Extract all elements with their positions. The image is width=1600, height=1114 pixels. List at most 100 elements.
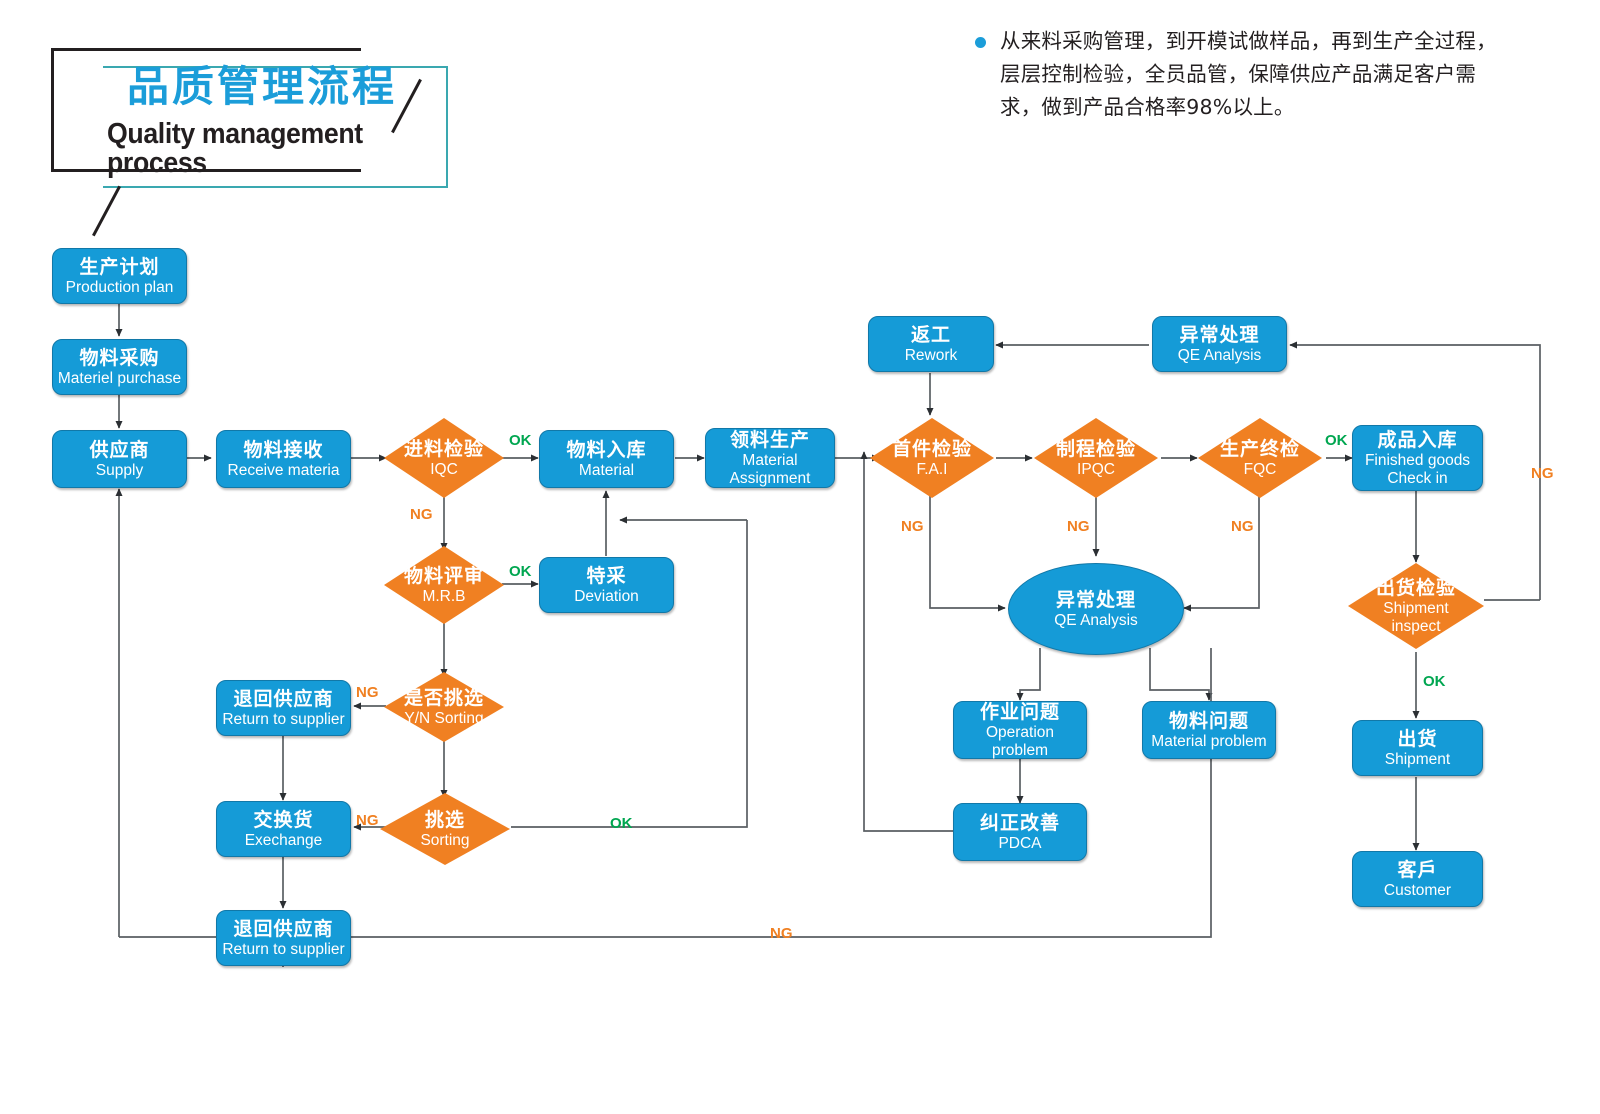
node-label-en1: Operation <box>985 723 1055 741</box>
node-label-cn: 客戶 <box>1397 858 1438 881</box>
node-label-cn: 物料问题 <box>1168 709 1249 732</box>
node-label-cn: 特采 <box>586 564 627 587</box>
node-label-cn: 首件检验 <box>891 437 972 460</box>
node-label-en: Deviation <box>574 587 639 605</box>
node-label-cn: 物料采购 <box>79 346 160 369</box>
node-mrb[interactable]: 物料评审 M.R.B <box>384 546 504 624</box>
node-label-en1: Material <box>742 451 798 469</box>
node-label-en: PDCA <box>998 834 1042 852</box>
node-label-en: Customer <box>1383 881 1452 899</box>
node-production-plan[interactable]: 生产计划 Production plan <box>52 248 187 304</box>
node-shipment-inspect[interactable]: 出货检验 Shipment inspect <box>1348 563 1484 649</box>
node-customer[interactable]: 客戶 Customer <box>1352 851 1483 907</box>
node-exechange[interactable]: 交换货 Exechange <box>216 801 351 857</box>
node-ipqc[interactable]: 制程检验 IPQC <box>1034 418 1158 498</box>
page-title-en: Quality management process <box>107 118 363 179</box>
title-block: 品质管理流程 Quality management process <box>45 48 448 237</box>
description-block: 从来料采购管理，到开模试做样品，再到生产全过程，层层控制检验，全员品管，保障供应… <box>975 25 1515 124</box>
edge-label-ng-fqc: NG <box>1231 518 1254 535</box>
edge-label-ng-yn-sorting: NG <box>356 684 379 701</box>
node-label-cn: 退回供应商 <box>233 687 334 710</box>
node-label-cn: 制程检验 <box>1055 437 1136 460</box>
node-label-cn: 出货 <box>1397 727 1438 750</box>
node-label-cn: 进料检验 <box>403 437 484 460</box>
node-label-en: Return to supplier <box>222 710 345 728</box>
node-label-en2: inspect <box>1391 617 1441 635</box>
node-label-cn: 纠正改善 <box>979 811 1060 834</box>
node-qe-analysis-top[interactable]: 异常处理 QE Analysis <box>1152 316 1287 372</box>
node-label-en: Materiel purchase <box>57 369 182 387</box>
node-operation-problem[interactable]: 作业问题 Operation problem <box>953 701 1087 759</box>
node-material-assignment[interactable]: 领料生产 Material Assignment <box>705 428 835 488</box>
node-label-cn: 成品入库 <box>1377 428 1458 451</box>
node-label-en: IQC <box>430 460 458 478</box>
node-label-en: M.R.B <box>422 587 466 605</box>
page-title-cn: 品质管理流程 <box>127 62 398 111</box>
node-label-cn: 作业问题 <box>979 700 1060 723</box>
node-label-en: Material problem <box>1151 732 1267 750</box>
node-label-en: Shipment <box>1384 750 1451 768</box>
node-label-en2: Check in <box>1387 469 1448 487</box>
node-iqc[interactable]: 进料检验 IQC <box>384 418 504 498</box>
node-return-to-supplier-2[interactable]: 退回供应商 Return to supplier <box>216 910 351 966</box>
edge-label-ng-fai: NG <box>901 518 924 535</box>
edge-label-ok-iqc: OK <box>509 432 532 449</box>
node-rework[interactable]: 返工 Rework <box>868 316 994 372</box>
node-label-en: Y/N Sorting <box>404 709 484 727</box>
node-label-en: Material <box>578 461 635 479</box>
node-deviation[interactable]: 特采 Deviation <box>539 557 674 613</box>
node-label-en: QE Analysis <box>1177 346 1262 364</box>
edge-label-ok-sorting: OK <box>610 815 633 832</box>
node-sorting[interactable]: 挑选 Sorting <box>380 793 510 865</box>
node-materiel-purchase[interactable]: 物料采购 Materiel purchase <box>52 339 187 395</box>
title-frame-teal <box>103 66 448 188</box>
node-label-cn: 物料接收 <box>243 438 324 461</box>
node-return-to-supplier-1[interactable]: 退回供应商 Return to supplier <box>216 680 351 736</box>
title-frame-dark <box>51 48 361 172</box>
edge-label-ng-bottom: NG <box>770 925 793 942</box>
node-label-en1: Finished goods <box>1364 451 1471 469</box>
node-fqc[interactable]: 生产终检 FQC <box>1198 418 1322 498</box>
node-label-cn: 物料评审 <box>403 564 484 587</box>
node-label-en: FQC <box>1243 460 1277 478</box>
description-text: 从来料采购管理，到开模试做样品，再到生产全过程，层层控制检验，全员品管，保障供应… <box>1000 29 1497 119</box>
node-label-cn: 生产终检 <box>1219 437 1300 460</box>
node-label-en: Exechange <box>244 831 323 849</box>
node-label-cn: 交换货 <box>253 808 314 831</box>
edge-label-ok-mrb: OK <box>509 563 532 580</box>
node-label-en2: Assignment <box>729 469 811 487</box>
node-label-cn: 领料生产 <box>729 428 810 451</box>
node-pdca[interactable]: 纠正改善 PDCA <box>953 803 1087 861</box>
edge-label-ng-sorting: NG <box>356 812 379 829</box>
node-label-en: Rework <box>904 346 958 364</box>
node-label-en: Production plan <box>65 278 174 296</box>
edge-label-ng-iqc: NG <box>410 506 433 523</box>
node-label-cn: 物料入库 <box>566 438 647 461</box>
node-shipment[interactable]: 出货 Shipment <box>1352 720 1483 776</box>
node-label-cn: 返工 <box>910 323 951 346</box>
node-label-cn: 退回供应商 <box>233 917 334 940</box>
node-label-cn: 生产计划 <box>79 255 160 278</box>
node-label-en: Return to supplier <box>222 940 345 958</box>
node-label-cn: 供应商 <box>89 438 150 461</box>
node-label-en: QE Analysis <box>1054 611 1138 629</box>
node-label-cn: 异常处理 <box>1055 588 1136 611</box>
node-fai[interactable]: 首件检验 F.A.I <box>870 418 994 498</box>
node-receive-materia[interactable]: 物料接收 Receive materia <box>216 430 351 488</box>
node-material-in[interactable]: 物料入库 Material <box>539 430 674 488</box>
node-material-problem[interactable]: 物料问题 Material problem <box>1142 701 1276 759</box>
node-label-en: F.A.I <box>916 460 948 478</box>
node-label-en: Sorting <box>420 831 470 849</box>
node-label-en1: Shipment <box>1383 599 1449 617</box>
node-qe-analysis-ellipse[interactable]: 异常处理 QE Analysis <box>1008 563 1184 655</box>
edge-label-ng-shipment: NG <box>1531 465 1554 482</box>
node-label-en: IPQC <box>1077 460 1115 478</box>
node-label-cn: 挑选 <box>424 808 465 831</box>
node-finished-goods[interactable]: 成品入库 Finished goods Check in <box>1352 425 1483 491</box>
node-label-en2: problem <box>992 741 1048 759</box>
node-label-cn: 异常处理 <box>1179 323 1260 346</box>
node-yn-sorting[interactable]: 是否挑选 Y/N Sorting <box>384 672 504 742</box>
edge-label-ok-shipment: OK <box>1423 673 1446 690</box>
node-supply[interactable]: 供应商 Supply <box>52 430 187 488</box>
